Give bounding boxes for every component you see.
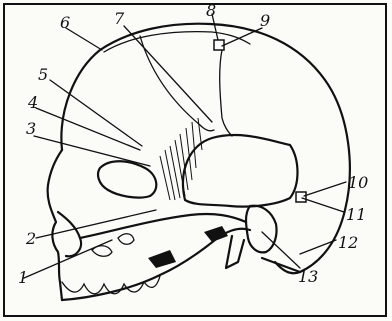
orbit: [98, 161, 156, 197]
lambdoid-suture: [220, 50, 232, 136]
posterior-fontanelle: [296, 192, 306, 202]
label-1: 1: [18, 268, 28, 287]
label-12: 12: [338, 233, 358, 252]
label-7: 7: [114, 9, 125, 28]
label-2: 2: [25, 229, 36, 248]
label-10: 10: [348, 173, 368, 192]
skull-outline: [61, 24, 349, 272]
label-3: 3: [26, 119, 36, 138]
nasal-cavity: [58, 212, 81, 256]
tooth-buds: [92, 234, 134, 257]
label-11: 11: [346, 205, 366, 224]
styloid: [226, 236, 244, 268]
label-5: 5: [38, 65, 48, 84]
mastoid: [246, 206, 277, 253]
anterior-fontanelle: [214, 40, 224, 50]
leader-lines: [24, 14, 346, 278]
label-6: 6: [60, 13, 70, 32]
temporal-squama: [183, 135, 297, 207]
face-outline: [48, 150, 62, 300]
pterion-fontanelle: [148, 250, 176, 268]
label-9: 9: [260, 11, 270, 30]
label-13: 13: [298, 267, 318, 286]
label-8: 8: [206, 1, 216, 20]
mandibular-fragment: [204, 226, 228, 242]
sagittal-line: [104, 32, 250, 52]
label-4: 4: [27, 93, 38, 112]
sphenoid-hatching: [160, 118, 202, 200]
